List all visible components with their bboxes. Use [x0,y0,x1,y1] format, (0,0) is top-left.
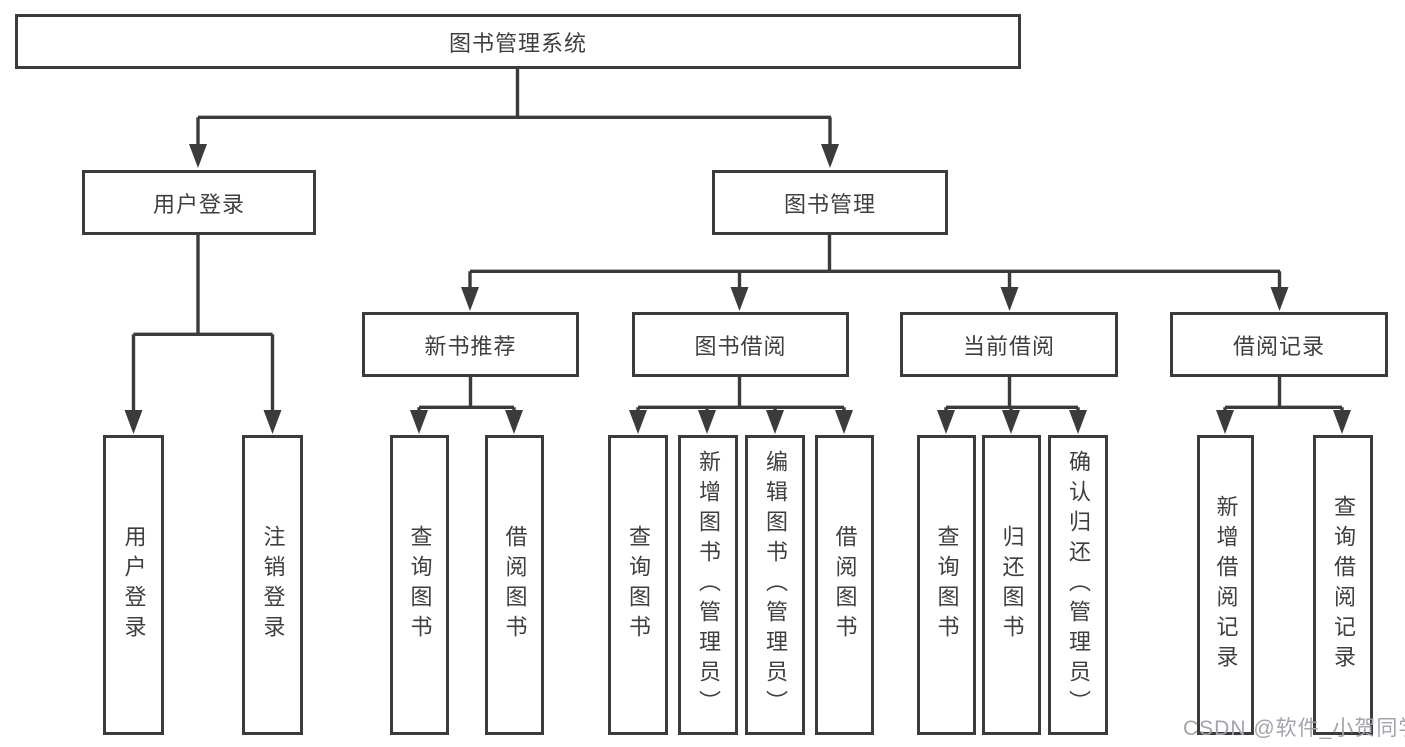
node-book-borrow: 图书借阅 [632,312,849,377]
leaf-query-books-borrow: 查询图书 [608,435,668,735]
node-new-book-recommend: 新书推荐 [362,312,579,377]
node-user-login: 用户登录 [82,170,316,235]
leaf-borrow-books: 借阅图书 [815,435,874,735]
leaf-query-books-recommend: 查询图书 [390,435,449,735]
node-book-management: 图书管理 [712,170,948,235]
leaf-borrow-books-recommend: 借阅图书 [485,435,544,735]
leaf-logout: 注销登录 [242,435,303,735]
leaf-edit-books-admin: 编辑图书（管理员） [745,435,805,735]
node-current-borrow: 当前借阅 [900,312,1118,377]
leaf-user-login: 用户登录 [103,435,164,735]
leaf-add-books-admin: 新增图书（管理员） [678,435,738,735]
node-library-management-system: 图书管理系统 [15,14,1021,69]
watermark-text: CSDN @软件_小贺同学 [1183,717,1405,740]
leaf-query-borrow-record: 查询借阅记录 [1313,435,1373,735]
leaf-return-books: 归还图书 [982,435,1041,735]
leaf-query-books-current: 查询图书 [917,435,976,735]
leaf-add-borrow-record: 新增借阅记录 [1197,435,1254,735]
node-borrow-records: 借阅记录 [1170,312,1388,377]
leaf-confirm-return-admin: 确认归还（管理员） [1048,435,1108,735]
